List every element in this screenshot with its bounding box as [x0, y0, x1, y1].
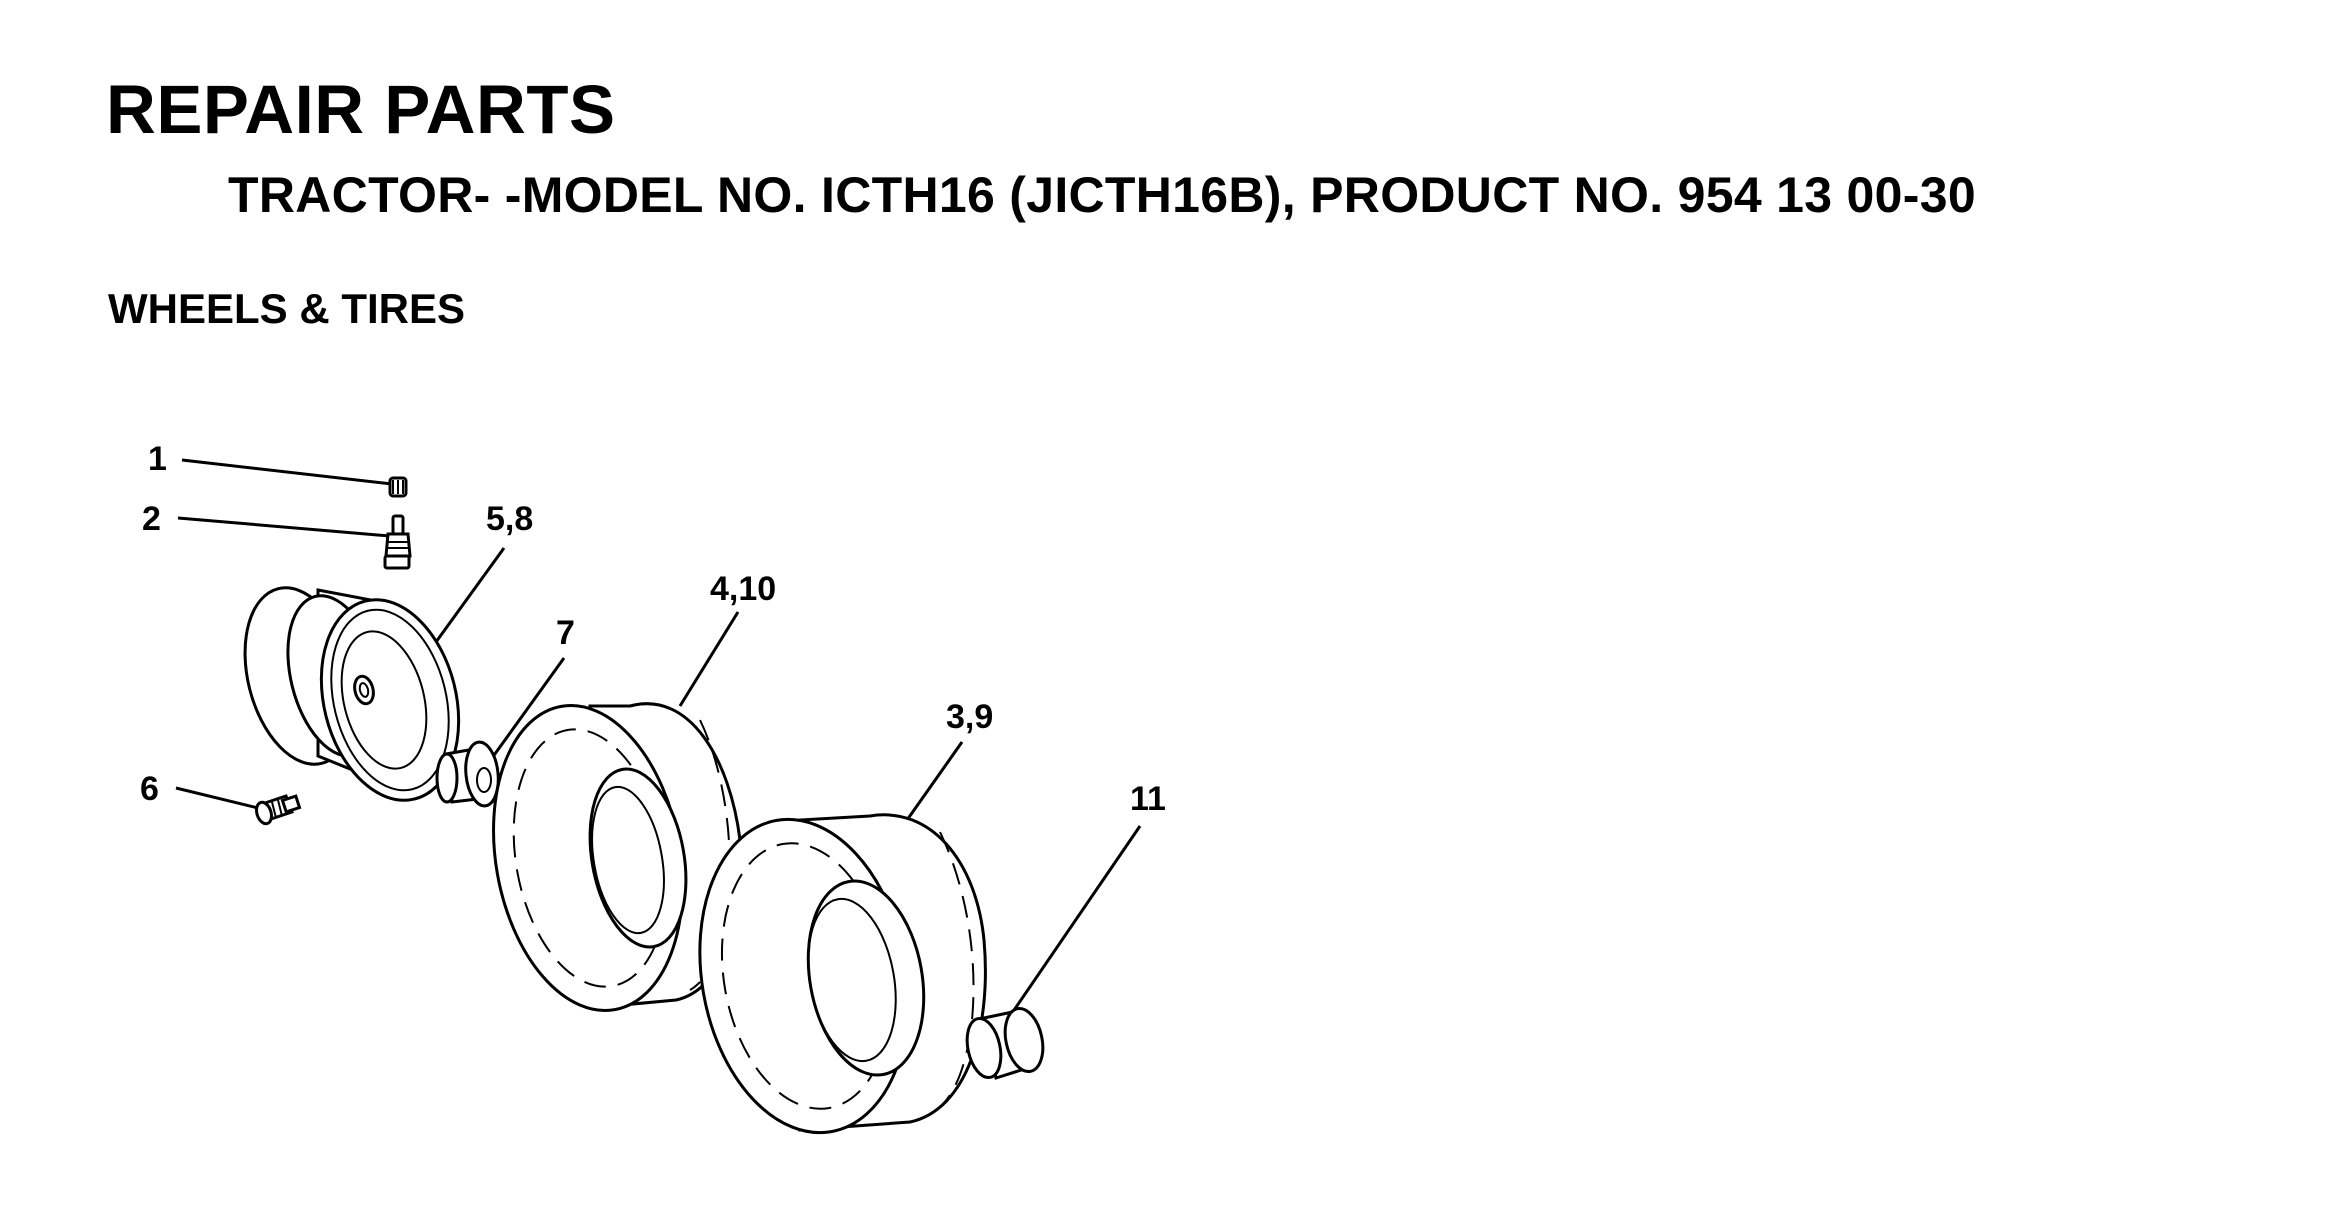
model-subtitle: TRACTOR- -MODEL NO. ICTH16 (JICTH16B), P… — [228, 167, 1976, 223]
callout-1: 1 — [148, 440, 167, 478]
wheel-rim-part — [243, 586, 461, 802]
callout-3-9: 3,9 — [946, 698, 993, 736]
callout-5-8: 5,8 — [486, 500, 533, 538]
section-heading: WHEELS & TIRES — [108, 285, 466, 332]
valve-cap-part — [388, 476, 408, 498]
callout-2: 2 — [142, 500, 161, 538]
callout-4-10: 4,10 — [710, 570, 776, 608]
callout-7: 7 — [556, 614, 575, 652]
leader-lines — [175, 458, 1142, 1017]
hub-cap-part — [965, 1006, 1045, 1080]
bolt-part — [255, 794, 302, 826]
callout-6: 6 — [140, 770, 159, 808]
valve-stem-part — [383, 514, 412, 570]
bushing-part — [435, 740, 500, 808]
tire-outer-part — [698, 813, 987, 1135]
callout-11: 11 — [1130, 780, 1166, 818]
page-title: REPAIR PARTS — [106, 71, 616, 148]
